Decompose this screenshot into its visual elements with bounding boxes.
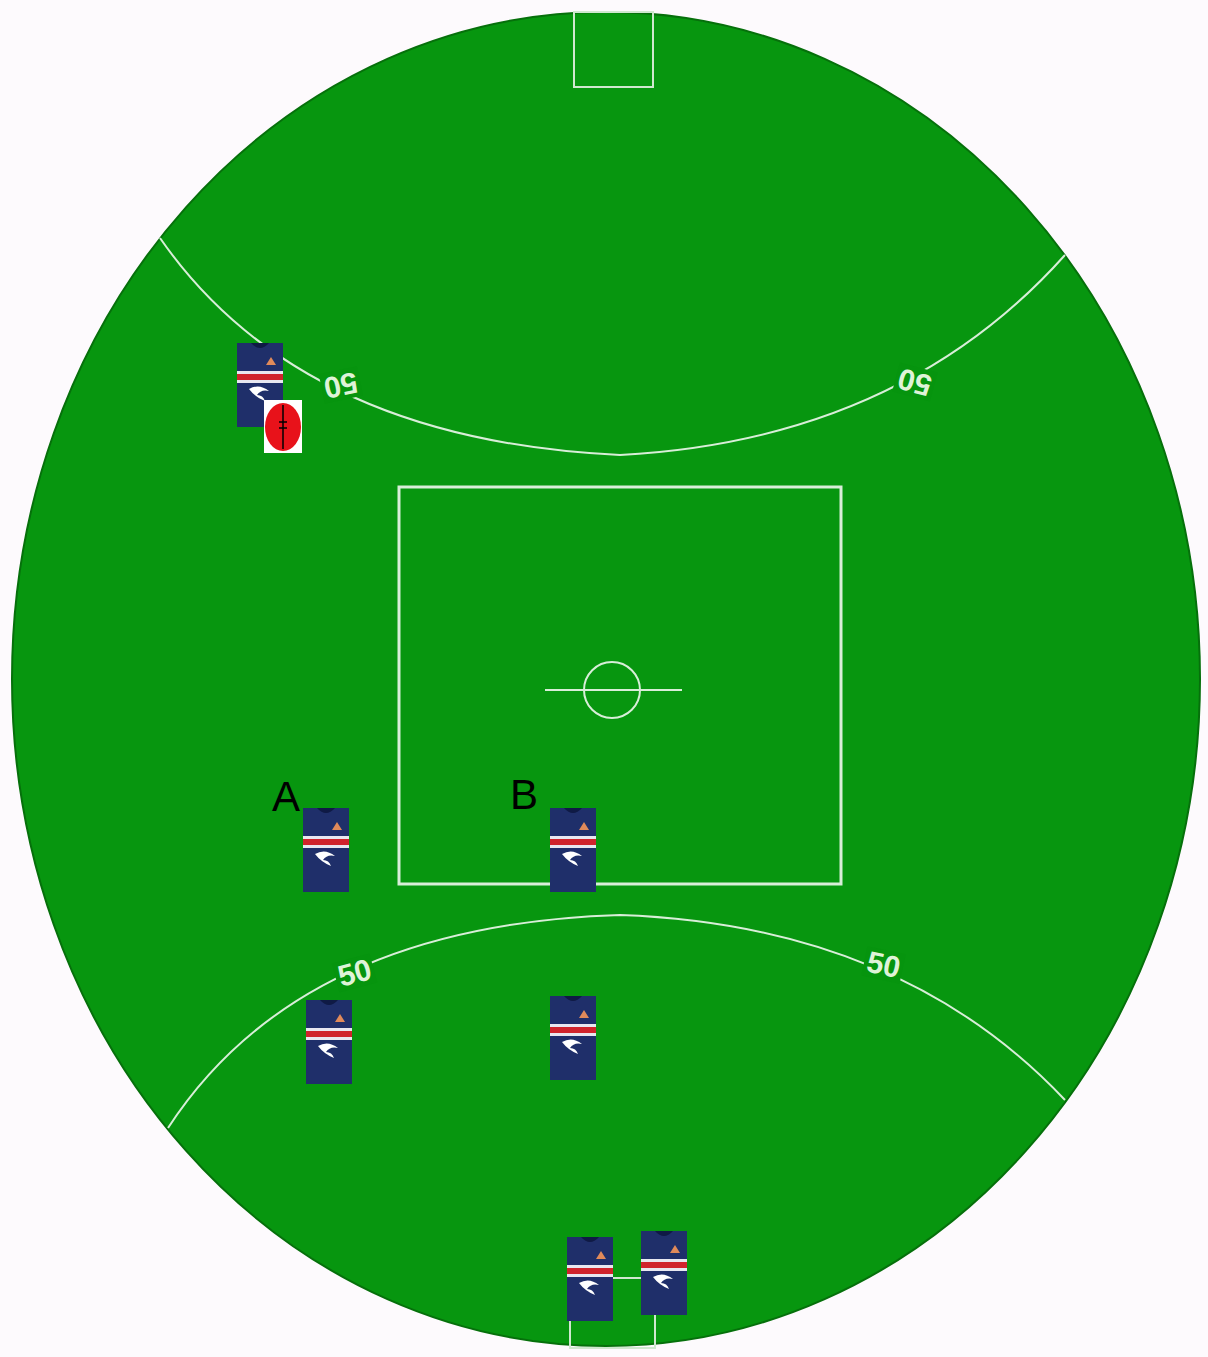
player-label: B xyxy=(510,774,538,816)
goal-square xyxy=(574,12,653,87)
oval-ground xyxy=(12,12,1200,1346)
player-label: A xyxy=(272,776,300,818)
distance-marking: 50 xyxy=(862,946,907,984)
distance-marking: 50 xyxy=(319,366,364,404)
fifty-arc xyxy=(168,915,1065,1128)
fifty-arc xyxy=(160,238,1065,455)
centre-line xyxy=(545,689,682,691)
centre-square xyxy=(399,487,841,884)
football xyxy=(264,400,302,453)
